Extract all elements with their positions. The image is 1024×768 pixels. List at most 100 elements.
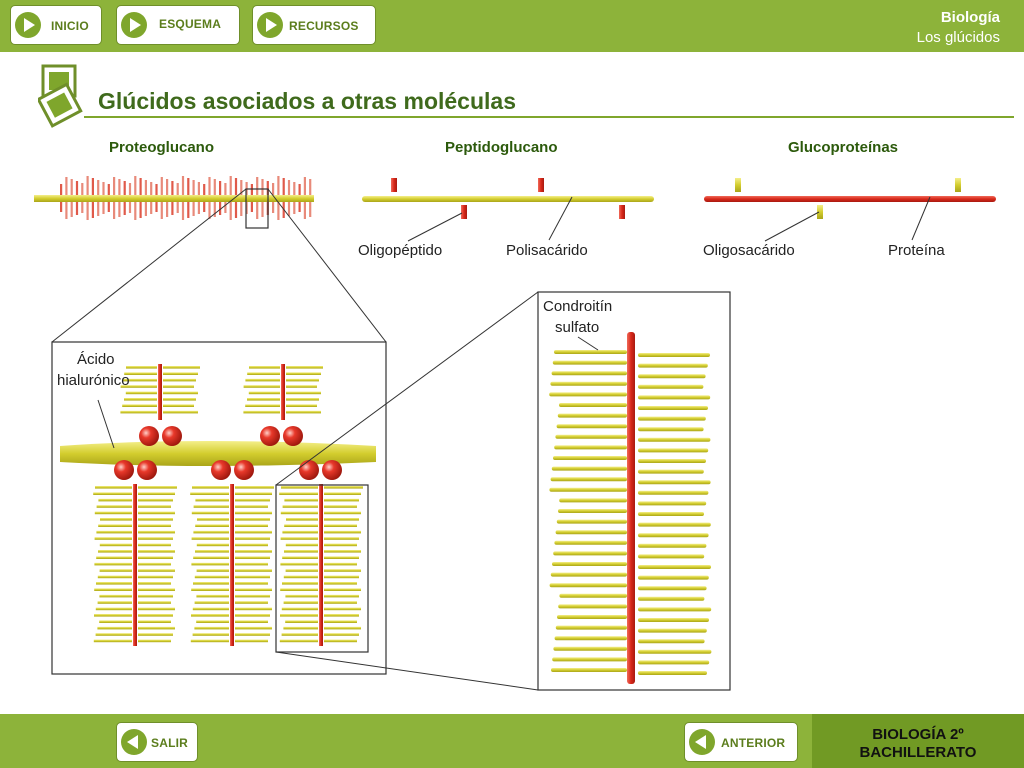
- chondroitin-chain: [551, 466, 627, 471]
- title-divider: [84, 116, 1014, 118]
- glycan-chain: [94, 511, 132, 515]
- chondroitin-chain: [638, 395, 711, 400]
- glycan-chain: [96, 505, 132, 508]
- glycan-chain: [96, 556, 132, 559]
- chondroitin-chain: [638, 469, 704, 474]
- glycan-chain: [193, 530, 229, 534]
- acido-hialuronico-label-1: Ácido: [77, 351, 115, 368]
- glycan-chain: [235, 530, 272, 534]
- salir-label: SALIR: [151, 736, 188, 750]
- glycan-chain: [324, 601, 357, 604]
- esquema-button[interactable]: ESQUEMA: [116, 5, 240, 45]
- polisacarido-label: Polisacárido: [506, 242, 588, 259]
- chondroitin-chain: [638, 575, 709, 580]
- recursos-button[interactable]: RECURSOS: [252, 5, 376, 45]
- chondroitin-chain: [638, 554, 705, 559]
- bottom-bar: SALIR ANTERIOR BIOLOGÍA 2º BACHILLERATO: [0, 714, 1024, 768]
- glycan-chain: [324, 562, 357, 566]
- glycan-chain: [324, 575, 359, 579]
- glycan-chain: [138, 614, 173, 617]
- chondroitin-chain: [638, 671, 707, 675]
- glycan-chain: [94, 588, 132, 591]
- glycan-chain: [99, 569, 132, 572]
- glycan-chain: [138, 537, 173, 540]
- course-level: BIOLOGÍA 2º BACHILLERATO: [812, 726, 1024, 762]
- glycan-chain: [138, 562, 171, 566]
- glycan-chain: [98, 498, 132, 502]
- chondroitin-chain: [555, 530, 627, 535]
- chondroitin-chain: [551, 668, 627, 672]
- glycan-chain: [285, 594, 318, 598]
- glycan-chain: [235, 524, 268, 527]
- glycan-chain: [122, 404, 157, 407]
- glycan-chain: [235, 556, 270, 559]
- glycan-chain: [94, 537, 132, 540]
- chondroitin-chain: [554, 445, 627, 450]
- glycan-chain: [235, 575, 270, 579]
- glycan-chain: [286, 366, 323, 369]
- chondroitin-chain: [638, 660, 710, 665]
- glycan-chain: [138, 511, 175, 515]
- condroitin-detail: [549, 332, 712, 684]
- glycan-chain: [247, 398, 280, 401]
- link-protein: [139, 426, 159, 446]
- course-subject: Biología: [940, 9, 1000, 26]
- course-level-line1: BIOLOGÍA 2º: [872, 726, 964, 743]
- top-bar: INICIO ESQUEMA RECURSOS Biología Los glú…: [0, 0, 1024, 52]
- link-protein: [322, 460, 342, 480]
- chondroitin-chain: [554, 540, 627, 545]
- link-protein: [137, 460, 157, 480]
- glycan-chain: [324, 505, 357, 508]
- chondroitin-chain: [553, 456, 627, 460]
- glycan-chain: [324, 524, 357, 527]
- glycan-chain: [282, 582, 318, 585]
- glycan-chain: [98, 524, 132, 527]
- play-icon: [121, 12, 147, 38]
- glycan-chain: [324, 537, 359, 540]
- proteoglucano-zoom-panel: [51, 341, 387, 675]
- play-icon: [15, 12, 41, 38]
- glycan-chain: [243, 410, 280, 414]
- glycan-chain: [235, 582, 268, 585]
- chondroitin-chain: [559, 498, 627, 503]
- inicio-button[interactable]: INICIO: [10, 5, 102, 45]
- glycan-chain: [324, 511, 361, 515]
- glycan-chain: [196, 543, 229, 547]
- glycan-chain: [122, 378, 157, 382]
- glycan-chain: [138, 633, 173, 636]
- core-protein: [319, 484, 323, 646]
- glycan-chain: [193, 556, 229, 559]
- chondroitin-chain: [638, 533, 709, 538]
- glycan-chain: [138, 505, 171, 508]
- zoom-box-aggregate: [275, 484, 369, 653]
- section-icon: [38, 64, 83, 128]
- glycan-chain: [324, 639, 357, 643]
- chondroitin-chain: [556, 519, 627, 524]
- chondroitin-chain: [551, 371, 627, 376]
- chondroitin-chain: [638, 480, 711, 485]
- chondroitin-chain: [553, 551, 627, 556]
- oligopeptido-stub: [461, 205, 467, 219]
- chondroitin-chain: [558, 604, 627, 609]
- salir-button[interactable]: SALIR: [116, 722, 198, 762]
- glycan-chain: [124, 372, 157, 375]
- glycan-chain: [286, 518, 318, 521]
- zoom-box-small: [245, 188, 269, 229]
- glycan-chain: [235, 601, 268, 604]
- condroitin-label-2: sulfato: [555, 319, 600, 336]
- glycan-chain: [191, 511, 229, 515]
- chondroitin-chain: [554, 350, 627, 354]
- glycan-chain: [190, 639, 229, 643]
- chondroitin-chain: [550, 381, 627, 386]
- polisacarido-chain: [362, 196, 654, 202]
- chondroitin-chain: [559, 403, 627, 407]
- glycan-chain: [191, 614, 229, 617]
- glycan-chain: [245, 378, 280, 382]
- glycan-chain: [98, 550, 132, 553]
- anterior-button[interactable]: ANTERIOR: [684, 722, 798, 762]
- glycan-chain: [282, 505, 318, 508]
- glycan-chain: [138, 588, 175, 591]
- glycan-chain: [235, 543, 268, 547]
- link-protein: [234, 460, 254, 480]
- glycan-chain: [249, 366, 280, 369]
